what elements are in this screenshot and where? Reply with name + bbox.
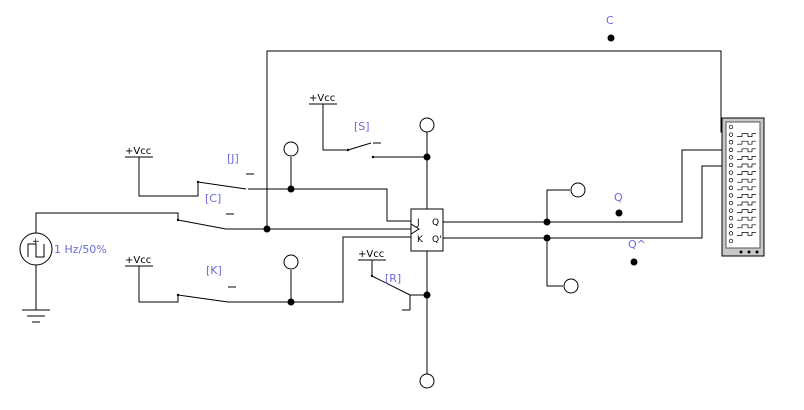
junction-dot xyxy=(263,225,271,233)
analyzer-waveform xyxy=(737,140,756,145)
vcc-label-k: +Vcc xyxy=(125,255,151,266)
analyzer-pin xyxy=(728,200,734,206)
switch-j[interactable] xyxy=(196,173,254,190)
indicator-probe-j[interactable] xyxy=(283,141,299,157)
connector-probes[interactable] xyxy=(607,34,638,266)
pin-qbar-label: Q' xyxy=(432,235,442,245)
analyzer-pin xyxy=(728,185,734,190)
analyzer-pin xyxy=(728,155,734,160)
vcc-label-r: +Vcc xyxy=(358,249,384,260)
ground-icon xyxy=(22,309,50,323)
analyzer-waveform xyxy=(737,171,756,175)
indicator-probe-qbar[interactable] xyxy=(563,278,579,294)
switch-s-label: [S] xyxy=(354,120,370,133)
indicator-probe-s[interactable] xyxy=(419,117,435,133)
analyzer-pin xyxy=(728,193,734,198)
analyzer-waveform xyxy=(737,216,756,221)
switch-s[interactable] xyxy=(346,142,381,159)
analyzer-pin xyxy=(728,208,734,213)
pin-q-label: Q xyxy=(432,218,439,228)
vcc-label-s: +Vcc xyxy=(309,93,335,104)
indicators[interactable] xyxy=(283,117,586,389)
analyzer-pin xyxy=(728,231,734,236)
analyzer-pin xyxy=(728,238,734,244)
wires xyxy=(35,50,729,374)
analyzer-pin xyxy=(728,140,734,145)
vcc-bars xyxy=(125,103,386,267)
analyzer-waveforms xyxy=(737,133,759,254)
switch-k-label: [K] xyxy=(206,264,222,277)
switch-r-label: [R] xyxy=(385,272,401,285)
probe-qbar-label: Q^ xyxy=(628,238,646,251)
jk-flipflop[interactable]: J K Q Q' xyxy=(407,208,444,252)
analyzer-pins xyxy=(728,124,734,244)
analyzer-waveform xyxy=(737,156,756,160)
analyzer-pin xyxy=(728,124,734,130)
analyzer-waveform xyxy=(737,232,756,236)
junctions xyxy=(263,153,551,306)
pin-j-label: J xyxy=(416,218,420,228)
analyzer-waveform xyxy=(737,163,756,168)
analyzer-terminal xyxy=(739,250,743,254)
analyzer-pin xyxy=(728,170,734,175)
junction-dot xyxy=(543,218,551,226)
pin-k-label: K xyxy=(417,235,424,245)
probe-q-dot[interactable] xyxy=(615,209,623,217)
probe-c-label: C xyxy=(606,14,614,27)
indicator-probe-k[interactable] xyxy=(283,254,299,270)
analyzer-pin xyxy=(728,223,734,228)
vcc-label-j: +Vcc xyxy=(125,146,151,157)
analyzer-terminal xyxy=(755,250,759,254)
probe-qbar-dot[interactable] xyxy=(630,258,638,266)
clock-plus-icon: + xyxy=(32,237,40,247)
labels: +Vcc +Vcc +Vcc +Vcc [S] [J] [C] [K] [R] … xyxy=(54,14,646,285)
probe-q-label: Q xyxy=(614,191,623,204)
junction-dot xyxy=(287,298,295,306)
switch-k[interactable] xyxy=(176,286,236,303)
analyzer-waveform xyxy=(737,194,756,198)
indicator-probe-q[interactable] xyxy=(570,182,586,198)
analyzer-pin xyxy=(728,216,734,221)
analyzer-pin xyxy=(728,132,734,137)
analyzer-waveform xyxy=(737,178,756,183)
logic-analyzer[interactable] xyxy=(721,117,765,257)
analyzer-waveform xyxy=(737,209,756,213)
analyzer-waveform xyxy=(737,133,756,137)
indicator-probe-r[interactable] xyxy=(419,373,435,389)
analyzer-waveform xyxy=(737,148,756,153)
analyzer-pin xyxy=(728,178,734,183)
clock-source-label: 1 Hz/50% xyxy=(54,243,107,256)
switch-r[interactable] xyxy=(370,274,411,311)
analyzer-terminal xyxy=(747,250,751,254)
switch-j-label: [J] xyxy=(227,152,239,165)
analyzer-pin xyxy=(728,162,734,168)
junction-dot xyxy=(543,234,551,242)
analyzer-waveform xyxy=(737,201,756,206)
junction-dot xyxy=(287,185,295,193)
analyzer-waveform xyxy=(737,186,756,191)
junction-dot xyxy=(423,153,431,161)
analyzer-waveform xyxy=(737,224,756,229)
analyzer-pin xyxy=(728,147,734,152)
probe-c-dot[interactable] xyxy=(607,34,615,42)
clock-source[interactable]: + xyxy=(19,232,53,266)
junction-dot xyxy=(423,291,431,299)
switch-c[interactable] xyxy=(176,213,234,230)
switch-c-label: [C] xyxy=(205,192,221,205)
